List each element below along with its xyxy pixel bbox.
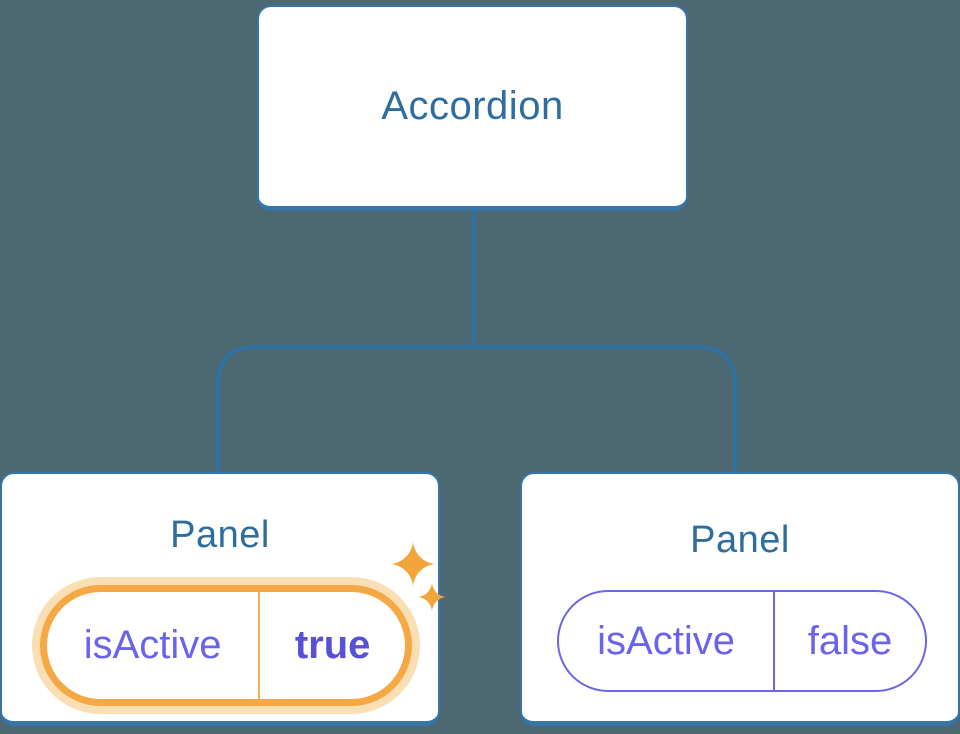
accordion-node: Accordion bbox=[257, 5, 688, 211]
panel-node-label: Panel bbox=[690, 519, 790, 561]
state-pill-inactive: isActive false bbox=[557, 590, 927, 692]
accordion-node-label: Accordion bbox=[381, 84, 564, 128]
panel-node-active: Panel isActive true bbox=[0, 472, 447, 726]
panel-node-inactive: Panel isActive false bbox=[520, 472, 960, 726]
panel-node-label: Panel bbox=[170, 514, 270, 556]
state-pill-active: isActive true bbox=[40, 585, 412, 706]
state-key-label: isActive bbox=[559, 592, 776, 690]
state-key-label: isActive bbox=[47, 592, 261, 699]
state-value-label: false bbox=[807, 618, 893, 663]
sparkles-icon bbox=[391, 542, 447, 612]
state-value-label: true bbox=[294, 623, 371, 667]
